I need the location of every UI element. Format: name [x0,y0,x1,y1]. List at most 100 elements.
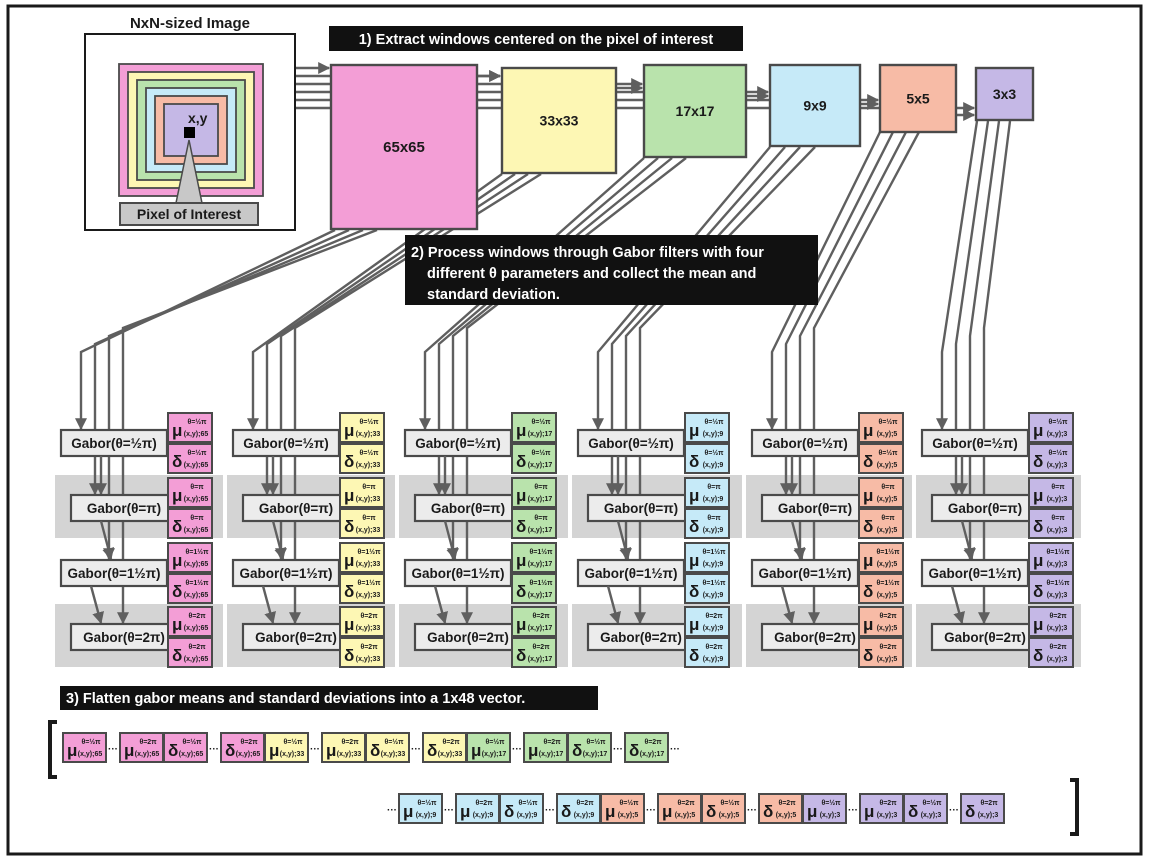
window-5-label: 5x5 [906,91,930,107]
mean-symbol: μ [344,615,354,634]
gabor-filter-label: Gabor(θ=1½π) [758,566,851,581]
gabor-filter-label: Gabor(θ=2π) [83,630,165,645]
theta-superscript: θ=1½π [530,548,554,556]
std-stat-box [511,508,557,539]
window-subscript: (x,y);65 [184,625,209,632]
gabor-filter-label: Gabor(θ=π) [778,501,852,516]
window-subscript: (x,y);9 [703,656,724,663]
mean-stat-box [339,542,385,573]
mean-stat-box [858,542,904,573]
gabor-filter-box [750,428,860,458]
vector-subscript: (x,y);17 [539,751,564,758]
vector-theta: θ=½π [586,738,606,746]
vector-subscript: (x,y);33 [381,751,406,758]
gabor-input-line [419,157,645,431]
std-symbol: δ [516,517,526,536]
theta-superscript: θ=π [190,484,204,491]
gabor-input-line [117,228,378,625]
gabor-filter-label: Gabor(θ=1½π) [411,566,504,581]
vector-ellipsis: ··· [545,805,555,816]
gabor-filter-label: Gabor(θ=π) [87,501,161,516]
std-symbol: δ [344,582,354,601]
mean-vector-element [321,732,366,763]
gabor-filter-label: Gabor(θ=2π) [255,630,337,645]
vector-ellipsis: ··· [108,744,118,755]
mean-stat-box [511,412,557,443]
theta-superscript: θ=π [362,484,376,491]
mean-symbol: μ [689,551,699,570]
vector-symbol: δ [427,741,437,760]
theta-superscript: θ=π [881,515,895,522]
step2-line2: different θ parameters and collect the m… [427,266,756,282]
theta-superscript: θ=2π [705,644,723,651]
vector-symbol: μ [67,741,77,760]
window-17-box [642,63,748,159]
vector-subscript: (x,y);9 [517,812,538,819]
window-subscript: (x,y);65 [184,527,209,534]
gabor-chain-arrow [950,585,965,625]
std-symbol: δ [1033,646,1043,665]
vector-theta: θ=2π [341,739,359,746]
gabor-filter-label: Gabor(θ=2π) [774,630,856,645]
vector-theta: θ=½π [283,738,303,746]
vector-ellipsis: ··· [444,805,454,816]
window-subscript: (x,y);9 [703,431,724,438]
window-subscript: (x,y);3 [1047,462,1068,469]
vector-theta: θ=2π [139,739,157,746]
std-symbol: δ [172,646,182,665]
std-symbol: δ [689,646,699,665]
mean-stat-box [684,606,730,637]
window-subscript: (x,y);33 [356,592,381,599]
mean-symbol: μ [344,486,354,505]
std-vector-element [903,793,948,824]
gabor-filter-label: Gabor(θ=π) [948,501,1022,516]
mean-stat-box [684,542,730,573]
vector-subscript: (x,y);65 [179,751,204,758]
std-vector-element [624,732,669,763]
theta-superscript: θ=½π [187,418,207,426]
gabor-filter-label: Gabor(θ=½π) [588,436,674,451]
vector-subscript: (x,y);3 [877,812,898,819]
window-subscript: (x,y);3 [1047,431,1068,438]
window-subscript: (x,y);17 [528,592,553,599]
mean-vector-element [859,793,904,824]
theta-superscript: θ=2π [532,613,550,620]
window-subscript: (x,y);33 [356,496,381,503]
mean-stat-box [858,477,904,508]
gabor-input-line [103,228,364,561]
vector-ellipsis: ··· [310,744,320,755]
vector-symbol: δ [965,802,975,821]
window-subscript: (x,y);5 [877,561,898,568]
vector-symbol: μ [605,802,615,821]
vector-theta: θ=½π [485,738,505,746]
theta-superscript: θ=2π [879,613,897,620]
mean-stat-box [339,606,385,637]
gabor-filter-label: Gabor(θ=½π) [243,436,329,451]
theta-superscript: θ=2π [879,644,897,651]
theta-superscript: θ=½π [878,418,898,426]
std-symbol: δ [689,517,699,536]
vector-theta: θ=2π [879,800,897,807]
theta-superscript: θ=π [362,515,376,522]
gabor-input-line [634,146,816,625]
nxn-image-panel: NxN-sized Image x,y Pixel of Interest [84,15,296,231]
vector-subscript: (x,y);33 [438,751,463,758]
theta-superscript: θ=1½π [877,548,901,556]
gabor-chain-arrow [780,585,795,625]
window-65-label: 65x65 [383,139,425,156]
mean-symbol: μ [344,421,354,440]
std-stat-box [858,573,904,604]
window-subscript: (x,y);17 [528,462,553,469]
window-subscript: (x,y);17 [528,431,553,438]
vector-theta: θ=½π [518,799,538,807]
vector-theta: θ=2π [677,800,695,807]
theta-superscript: θ=1½π [530,579,554,587]
gabor-filter-label: Gabor(θ=1½π) [584,566,677,581]
vector-symbol: δ [561,802,571,821]
vector-bracket-right [1070,778,1079,836]
